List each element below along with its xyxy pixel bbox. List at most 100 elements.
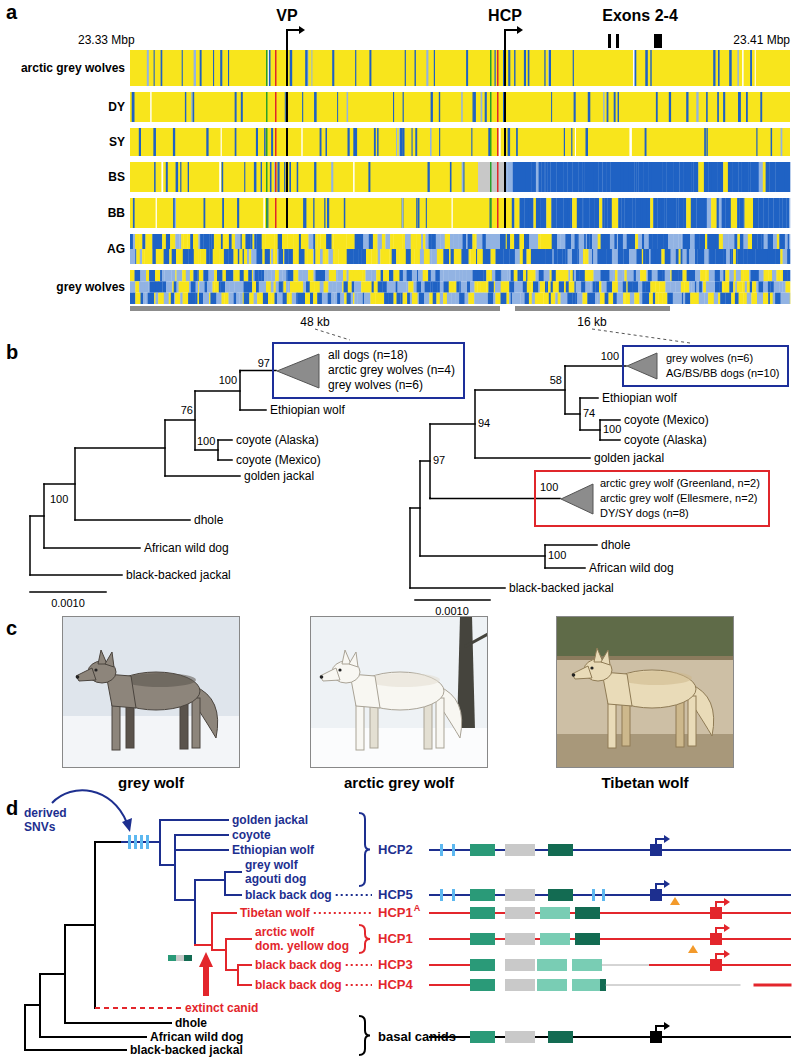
snv-stripe xyxy=(748,249,754,264)
snv-stripe xyxy=(668,162,674,192)
snv-stripe xyxy=(588,162,594,192)
snv-stripe xyxy=(655,293,659,304)
tree-branch xyxy=(24,1005,26,1050)
snv-stripe xyxy=(443,293,447,304)
track-ground xyxy=(130,128,790,156)
snv-stripe xyxy=(691,281,695,292)
snv-stripe xyxy=(469,249,471,264)
snv-stripe xyxy=(237,198,239,228)
snv-stripe xyxy=(529,234,533,249)
promoter-arrow xyxy=(656,884,664,889)
snv-stripe xyxy=(139,234,143,249)
snv-stripe xyxy=(607,281,613,292)
snv-stripe xyxy=(338,270,344,281)
snv-stripe xyxy=(461,281,465,292)
scale-label: 0.0010 xyxy=(435,605,469,618)
greenery xyxy=(556,616,734,656)
snv-stripe xyxy=(402,234,405,249)
snv-stripe xyxy=(340,293,344,304)
snv-stripe xyxy=(156,249,159,264)
promoter-arrow xyxy=(716,902,724,907)
marker-line xyxy=(504,92,506,122)
snv-stripe xyxy=(209,234,212,249)
panel-letter: d xyxy=(6,796,18,820)
snv-stripe xyxy=(738,249,744,264)
snv-stripe xyxy=(332,234,334,249)
snv-stripe xyxy=(259,281,262,292)
track-label: AG xyxy=(107,242,125,256)
snv-stripe xyxy=(515,249,520,264)
snv-stripe xyxy=(644,162,649,192)
snv-stripe xyxy=(653,234,658,249)
snv-stripe xyxy=(693,162,699,192)
photo-ground xyxy=(62,616,240,768)
snv-stripe xyxy=(733,281,735,292)
snv-stripe xyxy=(396,249,400,264)
insertion-mark xyxy=(670,897,680,905)
snv-stripe xyxy=(520,198,525,228)
snv-stripe xyxy=(763,281,768,292)
snv-stripe xyxy=(219,249,224,264)
snv-stripe xyxy=(213,281,215,292)
snv-stripe xyxy=(547,234,552,249)
snv-stripe xyxy=(362,249,367,264)
promoter-box xyxy=(650,889,662,901)
snv-stripe xyxy=(704,293,708,304)
snv-stripe xyxy=(717,92,719,122)
snv-stripe xyxy=(299,249,305,264)
snv-stripe xyxy=(610,270,614,281)
haplotype-segment xyxy=(548,844,573,856)
tree-branch xyxy=(579,398,581,430)
snv-stripe xyxy=(771,128,773,156)
snv-stripe xyxy=(412,293,418,304)
snv-tick xyxy=(134,835,137,849)
snv-stripe xyxy=(421,234,423,249)
snv-stripe xyxy=(750,162,753,192)
snv-stripe xyxy=(786,281,791,292)
snv-stripe xyxy=(605,293,609,304)
snv-stripe xyxy=(439,128,440,156)
snv-stripe xyxy=(564,293,568,304)
snv-stripe xyxy=(731,293,735,304)
snv-stripe xyxy=(751,270,757,281)
snv-stripe xyxy=(686,92,688,122)
snv-stripe xyxy=(428,162,430,192)
snv-stripe xyxy=(533,234,538,249)
snv-stripe xyxy=(220,281,225,292)
snv-stripe xyxy=(756,128,757,156)
snv-stripe xyxy=(778,270,781,281)
snv-stripe xyxy=(491,234,497,249)
snv-stripe xyxy=(770,249,776,264)
snv-stripe xyxy=(378,281,383,292)
annotation: derived SNVs xyxy=(24,806,76,835)
dotted-leader xyxy=(314,912,372,914)
track-ground xyxy=(130,162,478,192)
snv-stripe xyxy=(583,293,588,304)
snv-stripe xyxy=(625,270,628,281)
snv-stripe xyxy=(503,50,505,86)
snv-stripe xyxy=(487,249,491,264)
bootstrap-value: 100 xyxy=(548,549,566,562)
snv-stripe xyxy=(698,162,704,192)
snv-stripe xyxy=(374,270,377,281)
snv-stripe xyxy=(477,234,483,249)
snv-stripe xyxy=(528,270,534,281)
snv-stripe xyxy=(645,281,651,292)
snv-stripe xyxy=(151,293,154,304)
snv-stripe xyxy=(183,293,189,304)
snv-stripe xyxy=(347,270,349,281)
snv-stripe xyxy=(628,281,633,292)
snv-stripe xyxy=(739,293,744,304)
snv-stripe xyxy=(690,293,696,304)
snv-stripe xyxy=(540,281,546,292)
snv-stripe xyxy=(139,128,141,156)
snv-stripe xyxy=(567,293,572,304)
bootstrap-value: 100 xyxy=(540,480,558,495)
snv-stripe xyxy=(463,234,467,249)
taxon-label: black-backed jackal xyxy=(130,1043,243,1057)
snv-stripe xyxy=(523,249,527,264)
snv-stripe xyxy=(265,249,271,264)
snv-stripe xyxy=(173,234,176,249)
snv-stripe xyxy=(769,270,773,281)
snv-stripe xyxy=(423,270,427,281)
